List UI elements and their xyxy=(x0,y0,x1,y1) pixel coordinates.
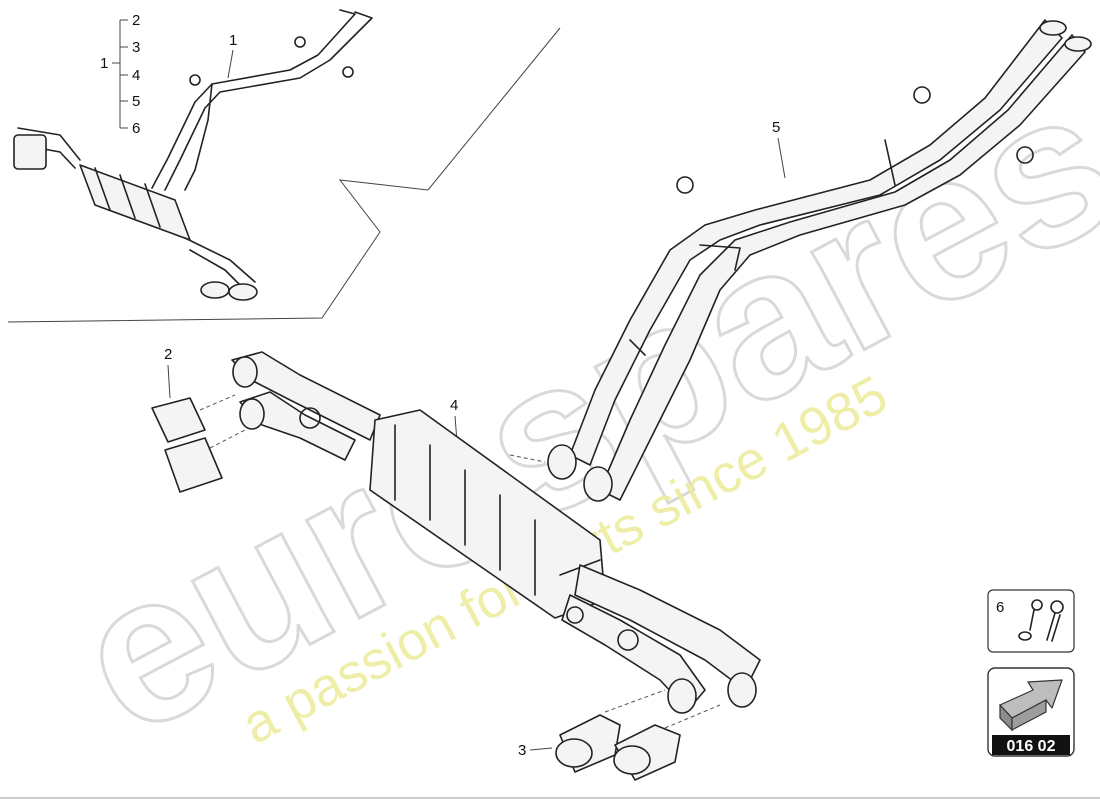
callout-tips-left: 2 xyxy=(164,346,172,363)
overview-item-5: 5 xyxy=(132,93,140,110)
overview-assembly-label: 1 xyxy=(229,32,237,49)
overview-assembly-drawing: 1 xyxy=(13,9,373,301)
nav-badge-code: 016 02 xyxy=(1007,738,1056,755)
overview-item-6: 6 xyxy=(132,120,140,137)
overview-item-4: 4 xyxy=(132,67,140,84)
nav-badge[interactable]: 016 02 xyxy=(987,667,1075,757)
tailpipe-tips-right: 3 xyxy=(518,689,721,781)
hardware-box[interactable]: 6 xyxy=(987,589,1075,653)
front-pipe-assembly: 5 xyxy=(509,19,1092,502)
tailpipe-tips-left: 2 xyxy=(151,346,246,493)
callout-silencer: 4 xyxy=(450,397,458,414)
rear-silencer-assembly: 4 xyxy=(231,351,761,714)
callout-tips-right: 3 xyxy=(518,742,526,759)
overview-item-2: 2 xyxy=(132,12,140,29)
overview-index: 1 2 3 4 5 6 xyxy=(100,12,140,137)
arrow-icon xyxy=(999,679,1063,732)
overview-group-label: 1 xyxy=(100,55,108,72)
bolt-washer-icon xyxy=(1018,599,1064,642)
overview-panel-border xyxy=(7,27,561,323)
hardware-box-label: 6 xyxy=(996,599,1004,616)
callout-front-pipe: 5 xyxy=(772,119,780,136)
overview-item-3: 3 xyxy=(132,39,140,56)
